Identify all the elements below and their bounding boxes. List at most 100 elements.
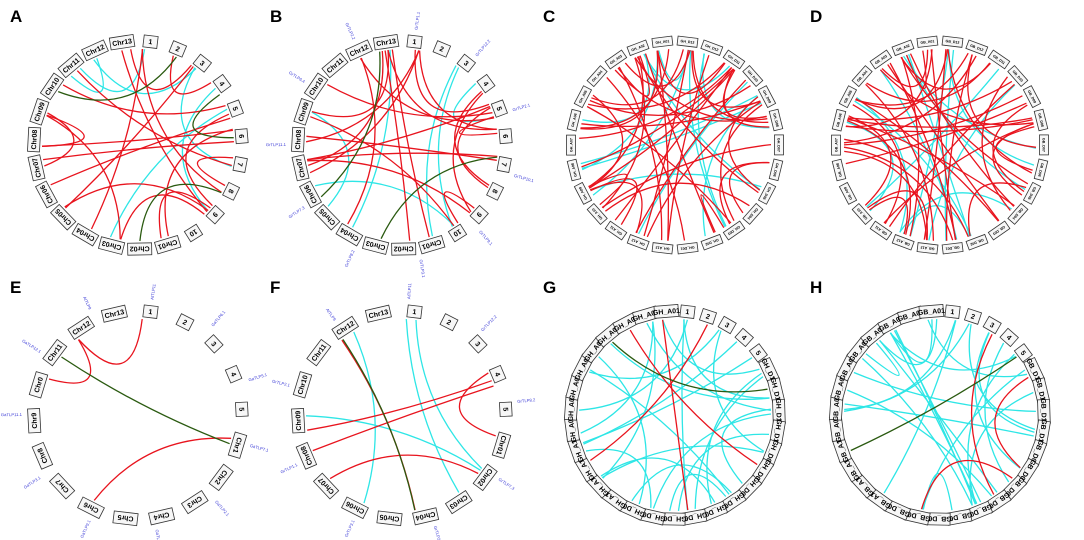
chromosome-label: GB_A05: [843, 90, 853, 104]
chromosome-label: GH_A03: [609, 54, 623, 65]
chromosome-label: GH_A01: [653, 308, 681, 317]
panel-letter: D: [810, 7, 822, 26]
panel-E: E12345Chr1Chr2Chr3Chr4Chr5Chr6Chr7Chr8Ch…: [1, 278, 270, 540]
chromosome-Chr08: Chr08: [291, 126, 306, 153]
collinearity-link: [992, 104, 1028, 193]
chromosome-label: GH_D08: [772, 113, 779, 128]
chromosome-Chr11: Chr11: [306, 338, 332, 367]
chromosome-GB_D10: GB_D10: [1034, 419, 1051, 447]
collinearity-link: [458, 372, 496, 437]
gene-label: GrTLP2.1: [272, 378, 291, 387]
collinearity-link: [41, 114, 85, 148]
gene-label: GrTLP8.2: [517, 397, 536, 404]
chromosome-label: 3: [198, 60, 205, 68]
collinearity-link: [984, 342, 1010, 483]
collinearity-link: [610, 343, 770, 400]
chromosome-label: 4: [481, 81, 489, 88]
chromosome-Chr07: Chr07: [27, 154, 46, 182]
chromosome-10: 10: [183, 223, 204, 243]
chromosome-GH_D08: GH_D08: [768, 108, 784, 132]
collinearity-link: [591, 49, 684, 106]
chromosome-label: GB_A08: [836, 163, 843, 178]
chromosome-GB_A09: GB_A09: [838, 181, 858, 205]
collinearity-link: [311, 111, 350, 207]
chromosome-label: GB_D08: [1037, 113, 1044, 128]
chromosome-Chr04: Chr04: [412, 507, 440, 526]
chromosome-1: 1: [944, 304, 961, 319]
collinearity-link: [602, 321, 656, 479]
collinearity-link: [158, 191, 211, 239]
chromosome-label: Chr03: [101, 239, 122, 251]
collinearity-link: [93, 437, 232, 501]
chromosome-GB_A05: GB_A05: [838, 85, 858, 109]
chromosome-GH_D02: GH_D02: [638, 507, 666, 526]
chromosome-label: GB_D10: [1036, 419, 1048, 447]
gene-label: AtTLP9: [82, 296, 93, 311]
chromosome-label: Chr13: [104, 309, 125, 320]
chromosome-2: 2: [698, 307, 718, 325]
chromosome-label: Chr08: [295, 129, 303, 149]
collinearity-link: [320, 51, 381, 198]
collinearity-link: [945, 54, 973, 241]
collinearity-link: [895, 329, 977, 505]
chromosome-8: 8: [486, 181, 505, 201]
panel-A: A12345678910Chr01Chr02Chr03Chr04Chr05Chr…: [10, 7, 249, 256]
collinearity-link: [457, 107, 491, 189]
collinearity-link: [656, 50, 726, 94]
chromosome-GH_D09: GH_D09: [757, 85, 777, 109]
chromosome-Chr03: Chr03: [444, 489, 473, 515]
chromosome-label: 9: [475, 210, 483, 218]
chromosome-label: GH_A05: [578, 90, 588, 104]
chromosome-label: GH_D09: [762, 90, 772, 104]
chromosome-GB_D12: GB_D12: [965, 39, 989, 56]
chromosome-label: GH_D06: [772, 162, 779, 177]
chromosome-label: 5: [754, 350, 762, 357]
chromosome-label: 6: [237, 134, 244, 139]
collinearity-link: [865, 83, 935, 241]
collinearity-link: [677, 433, 770, 511]
gene-label: GrTLP3.1: [419, 259, 427, 278]
collinearity-link: [846, 119, 912, 235]
chromosome-GH_D05: GH_D05: [757, 181, 777, 205]
chromosome-label: 1: [148, 309, 153, 316]
chromosome-GB_A06: GB_A06: [831, 108, 847, 132]
chromosome-GB_A01: GB_A01: [918, 304, 945, 319]
collinearity-link: [643, 53, 731, 91]
chromosome-Chr5: Chr5: [112, 510, 139, 527]
collinearity-link: [847, 389, 993, 497]
collinearity-link: [683, 319, 770, 399]
chromosome-6: 6: [234, 128, 249, 145]
panel-letter: H: [810, 278, 822, 297]
chromosome-label: Chr07: [32, 157, 43, 178]
panel-letter: F: [270, 278, 280, 297]
chromosome-label: 5: [501, 407, 508, 411]
panel-C: CGH_D13GH_D12GH_D11GH_D10GH_D09GH_D08GH_…: [543, 7, 784, 255]
collinearity-link: [923, 49, 947, 240]
chromosome-GH_D06: GH_D06: [768, 158, 784, 182]
chromosome-label: GB_A02: [896, 44, 910, 53]
collinearity-link: [347, 57, 376, 225]
gene-label: GrTLP7.3: [288, 205, 306, 219]
chromosome-GB_D12: GB_D12: [1032, 377, 1051, 405]
collinearity-link: [341, 339, 416, 511]
collinearity-link: [700, 194, 725, 233]
collinearity-link: [930, 49, 957, 240]
collinearity-link: [306, 105, 491, 161]
collinearity-link: [192, 94, 234, 139]
collinearity-link: [865, 342, 900, 377]
collinearity-link: [139, 183, 222, 242]
collinearity-link: [598, 356, 647, 505]
collinearity-link: [888, 83, 1015, 227]
chromosome-GB_A07: GB_A07: [831, 134, 841, 156]
chromosome-Chr12: Chr12: [345, 39, 373, 62]
collinearity-link: [359, 58, 495, 122]
chromosome-label: Chr0: [34, 376, 45, 393]
panel-H: H12345GB_D13GB_D12GB_D11GB_D10GB_D09GB_D…: [810, 278, 1051, 526]
collinearity-link: [130, 49, 192, 91]
collinearity-link: [845, 119, 1033, 133]
collinearity-link: [850, 356, 1017, 452]
collinearity-link: [720, 104, 763, 222]
chromosome-label: GH_D03: [659, 514, 686, 522]
chromosome-GB_D08: GB_D08: [1033, 108, 1049, 132]
collinearity-link: [141, 49, 222, 193]
